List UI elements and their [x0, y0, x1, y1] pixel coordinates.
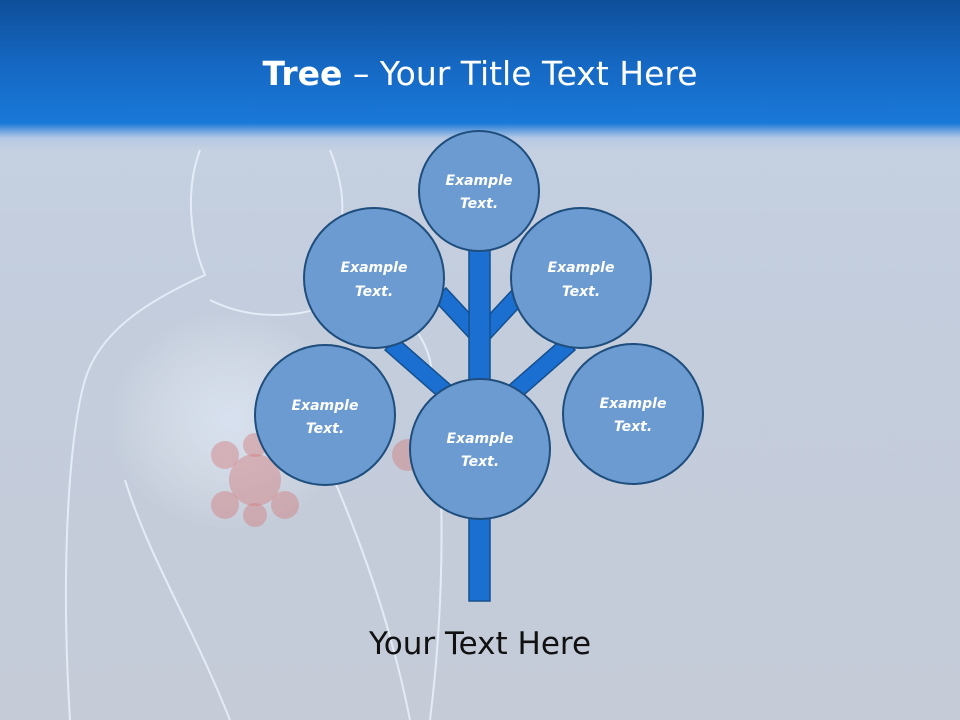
slide-title: Tree – Your Title Text Here [0, 52, 960, 96]
node-top [418, 130, 540, 252]
header-bar [0, 0, 960, 150]
node-upper-left-line1: Example [341, 260, 408, 276]
node-top-line1: Example [446, 173, 513, 189]
node-center [409, 378, 551, 520]
title-dash: – [342, 54, 380, 93]
node-center-line1: Example [447, 431, 514, 447]
node-upper-right-line2: Text. [562, 284, 600, 300]
node-top-line2: Text. [460, 196, 498, 212]
node-mid-right-line1: Example [600, 396, 667, 412]
node-mid-right-line2: Text. [614, 419, 652, 435]
node-center-line2: Text. [461, 454, 499, 470]
node-mid-right [562, 343, 704, 485]
title-bold: Tree [262, 54, 343, 93]
node-upper-right-line1: Example [548, 260, 615, 276]
node-upper-right [510, 207, 652, 349]
node-mid-left [254, 344, 396, 486]
footer-text: Your Text Here [368, 626, 592, 662]
node-upper-left [303, 207, 445, 349]
node-upper-left-line2: Text. [355, 284, 393, 300]
title-rest: Your Title Text Here [379, 54, 698, 93]
node-mid-left-line1: Example [292, 398, 359, 414]
node-mid-left-line2: Text. [306, 421, 344, 437]
